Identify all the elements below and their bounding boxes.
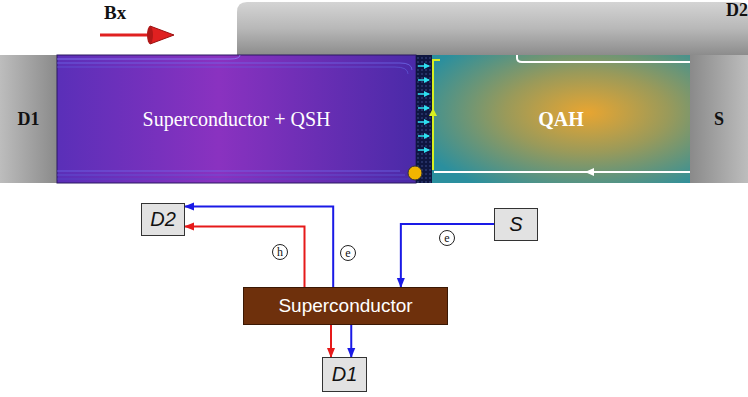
edge-line [57, 67, 408, 74]
interface-edge [433, 60, 440, 114]
interface-edge [432, 112, 434, 170]
contact-band: S [690, 55, 748, 183]
field-arrow [100, 34, 152, 37]
majorana-arrows [418, 66, 429, 150]
particle-label: e [439, 230, 455, 246]
signal-arrow [401, 224, 494, 287]
qsh-region [57, 55, 416, 183]
contact-band: D1 [0, 55, 57, 183]
node-text: S [509, 213, 522, 236]
field-label: Bx [104, 2, 126, 24]
chiral-edge [517, 55, 690, 62]
chiral-edge [434, 171, 592, 173]
terminal-box: D2 [141, 203, 185, 236]
top-contact [237, 2, 748, 55]
node-text: D2 [726, 0, 748, 21]
junction-dot [408, 166, 422, 180]
node-text: QAH [538, 108, 584, 131]
contact-label-band: D2 [237, 0, 748, 55]
signal-arrow [330, 325, 332, 357]
node-text: Superconductor + QSH [143, 108, 331, 131]
terminal-box: S [494, 208, 538, 241]
qah-region [432, 55, 690, 183]
interface-strip [416, 55, 432, 183]
particle-label: h [272, 244, 288, 260]
left-contact [0, 55, 57, 183]
signal-arrow [185, 207, 333, 288]
edge-line [57, 179, 410, 180]
superconductor-box: Superconductor [243, 287, 448, 325]
node-text: Superconductor [278, 295, 412, 317]
node-text: S [714, 109, 724, 130]
edge-line [57, 171, 400, 172]
node-text: D1 [332, 363, 358, 386]
region-box: QAH [432, 55, 690, 183]
edge-line [57, 175, 405, 176]
region-box: Superconductor + QSH [57, 55, 416, 183]
node-text: D2 [150, 208, 176, 231]
right-contact [690, 55, 748, 183]
field-arrow-base [147, 26, 153, 44]
node-text: D1 [18, 109, 40, 130]
edge-line [57, 55, 240, 59]
chiral-edge [590, 171, 690, 173]
signal-arrow [185, 227, 305, 288]
terminal-box: D1 [322, 357, 367, 392]
signal-arrow [350, 325, 352, 357]
field-arrow-head [150, 26, 174, 44]
particle-label: e [340, 245, 356, 261]
